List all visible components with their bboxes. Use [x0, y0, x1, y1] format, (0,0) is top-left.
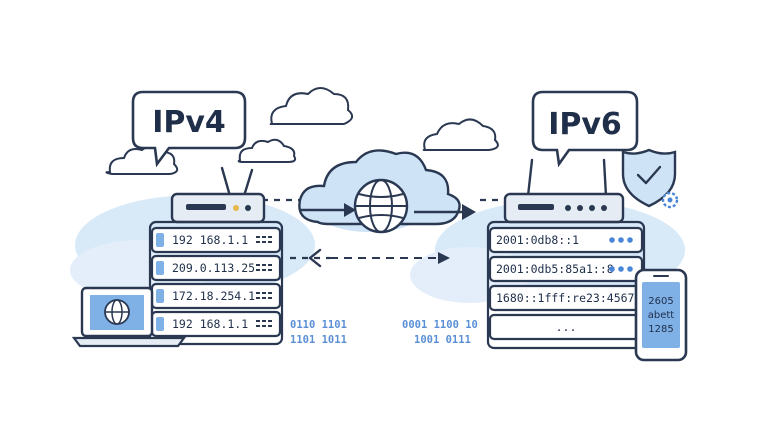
ipv4-address-row: 192 168.1.1: [150, 226, 282, 254]
ipv4-address-row: 209.0.113.25: [150, 254, 282, 282]
ipv4-address: 192 168.1.1: [172, 233, 248, 247]
ipv6-binary: 0001 1100 10 1001 0111: [402, 319, 478, 346]
ipv6-address-row: ...: [488, 313, 644, 341]
ipv4-binary-line: 1101 1011: [290, 334, 347, 346]
globe-icon: [353, 178, 409, 234]
ipv4-address-row: 172.18.254.1: [150, 282, 282, 310]
ipv6-address: 2001:0db8::1: [496, 233, 579, 247]
phone-line: 2605: [648, 296, 673, 307]
phone-line: abett: [648, 310, 675, 321]
ipv4-speech-bubble: IPv4: [131, 90, 247, 168]
ipv4-address: 209.0.113.25: [172, 261, 255, 275]
status-dots-icon: [609, 266, 633, 272]
arrow-head-icon: [462, 204, 476, 220]
status-dashes-icon: [256, 292, 272, 299]
ipv4-server-stack: 192 168.1.1 209.0.113.25 172.18.254.1 192 1…: [148, 220, 284, 346]
ipv6-binary-line: 1001 0111: [414, 334, 471, 346]
smartphone-icon: 2605 abett 1285: [634, 268, 688, 362]
ipv4-address: 172.18.254.1: [172, 289, 255, 303]
phone-line: 1285: [648, 324, 673, 335]
status-dashes-icon: [256, 236, 272, 243]
ipv4-label: IPv4: [152, 105, 226, 140]
cloud-decor-top: [269, 87, 354, 125]
ipv6-address: 2001:0db5:85a1::8: [496, 262, 614, 276]
status-dashes-icon: [256, 320, 272, 327]
ipv6-address-row: 1680::1fff:re23:4567:89: [488, 284, 655, 312]
laptop-icon: [71, 286, 187, 348]
ipv4-binary-line: 0110 1101: [290, 319, 347, 331]
arrow-head-icon: [438, 252, 450, 264]
ipv4-binary: 0110 1101 1101 1011: [290, 319, 347, 346]
ipv6-speech-bubble: IPv6: [531, 90, 639, 168]
ipv6-address-row: 2001:0db5:85a1::8: [488, 255, 644, 283]
gear-icon: [661, 191, 679, 209]
status-dots-icon: [609, 237, 633, 243]
ipv6-label: IPv6: [548, 107, 622, 142]
cloud-decor-right: [422, 118, 499, 152]
globe-icon: [104, 299, 130, 325]
ipv6-address: ...: [556, 320, 577, 334]
ipv4-router-icon: [170, 166, 266, 224]
ipv4-address: 192 168.1.1: [172, 317, 248, 331]
ipv6-binary-line: 0001 1100 10: [402, 319, 478, 331]
arrow-head-icon: [344, 203, 356, 217]
internet-cloud: [298, 149, 461, 234]
ipv6-address: 1680::1fff:re23:4567:89: [496, 291, 655, 305]
ipv6-address-row: 2001:0db8::1: [488, 226, 644, 254]
status-dashes-icon: [256, 264, 272, 271]
ipv6-router-icon: [503, 158, 625, 224]
connection-arrows: [262, 198, 505, 268]
ipv6-server-stack: 2001:0db8::12001:0db5:85a1::81680::1fff:…: [486, 220, 655, 350]
shield-check-icon: [621, 148, 677, 208]
ipv4-address-row: 192 168.1.1: [150, 310, 282, 338]
